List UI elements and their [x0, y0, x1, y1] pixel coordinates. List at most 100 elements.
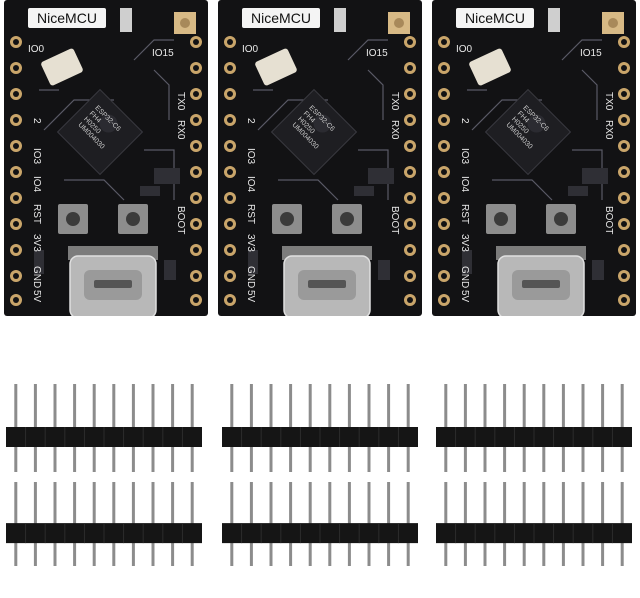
header-divider [299, 523, 301, 544]
header-divider [494, 427, 496, 447]
pin-label: TX0 [389, 92, 400, 111]
pin-label: 5V [31, 290, 42, 303]
header-divider [181, 427, 183, 447]
pin-label: GND [245, 266, 256, 289]
pin-label: 5V [459, 290, 470, 303]
header-divider [474, 523, 476, 544]
header-divider [592, 427, 594, 447]
header-divider [162, 523, 164, 544]
header-divider [260, 523, 262, 544]
header-divider [103, 427, 105, 447]
pin-label: RX0 [389, 120, 400, 140]
pin-label: IO3 [31, 148, 42, 165]
header-divider [553, 523, 555, 544]
header-divider [378, 523, 380, 544]
header-divider [83, 427, 85, 447]
pin-label: IO15 [366, 48, 388, 59]
header-divider [358, 523, 360, 544]
header-divider [592, 523, 594, 544]
pin-label: 3V3 [245, 234, 256, 252]
header-divider [513, 523, 515, 544]
header-divider [474, 427, 476, 447]
header-divider [339, 427, 341, 447]
pin-label: BOOT [175, 206, 186, 235]
pin-label: TX0 [175, 92, 186, 111]
header-divider [123, 427, 125, 447]
header-divider [142, 523, 144, 544]
pin-label: IO0 [456, 44, 473, 55]
pin-label: IO0 [28, 44, 45, 55]
pin-label: 3V3 [459, 234, 470, 252]
pin-label: 5V [245, 290, 256, 303]
board-artwork [10, 8, 202, 316]
header-strip [222, 482, 418, 566]
header-divider [44, 523, 46, 544]
header-strip-row-1 [0, 380, 640, 500]
pin-label: IO3 [245, 148, 256, 165]
esp32-board-1: NiceMCU IO0 2 IO3 IO4 RST 3V3 GND 5V IO1… [4, 0, 208, 316]
header-divider [553, 427, 555, 447]
header-divider [494, 523, 496, 544]
pin-label: BOOT [389, 206, 400, 235]
header-divider [64, 523, 66, 544]
pin-label: GND [31, 266, 42, 289]
pin-label: RST [31, 204, 42, 224]
header-strip [436, 384, 632, 472]
header-divider [572, 523, 574, 544]
header-divider [142, 427, 144, 447]
header-divider [83, 523, 85, 544]
pin-label: RST [245, 204, 256, 224]
header-divider [280, 523, 282, 544]
header-strip [6, 482, 202, 566]
brand-label: NiceMCU [456, 8, 534, 28]
pin-label: IO4 [459, 176, 470, 193]
header-divider [25, 427, 27, 447]
header-divider [358, 427, 360, 447]
header-divider [533, 523, 535, 544]
header-divider [241, 523, 243, 544]
pin-label: 2 [31, 118, 42, 124]
header-divider [280, 427, 282, 447]
esp32-board-3: NiceMCU IO0 2 IO3 IO4 RST 3V3 GND 5V IO1… [432, 0, 636, 316]
header-strip [436, 482, 632, 566]
header-divider [513, 427, 515, 447]
header-divider [241, 427, 243, 447]
esp32-board-2: NiceMCU IO0 2 IO3 IO4 RST 3V3 GND 5V IO1… [218, 0, 422, 316]
header-divider [339, 523, 341, 544]
header-strip [222, 384, 418, 472]
header-strips-top [6, 384, 632, 472]
header-divider [319, 523, 321, 544]
header-divider [397, 523, 399, 544]
board-artwork [438, 8, 630, 316]
header-divider [378, 427, 380, 447]
header-divider [397, 427, 399, 447]
header-divider [455, 523, 457, 544]
pin-label: IO15 [152, 48, 174, 59]
brand-label: NiceMCU [242, 8, 320, 28]
header-divider [572, 427, 574, 447]
header-strip [6, 384, 202, 472]
header-divider [123, 523, 125, 544]
header-divider [455, 427, 457, 447]
pin-label: IO15 [580, 48, 602, 59]
pin-label: GND [459, 266, 470, 289]
header-divider [25, 523, 27, 544]
pin-label: RX0 [603, 120, 614, 140]
header-strips-bottom [6, 482, 632, 566]
brand-label: NiceMCU [28, 8, 106, 28]
pin-label: IO3 [459, 148, 470, 165]
pin-label: 2 [459, 118, 470, 124]
header-divider [299, 427, 301, 447]
pin-label: RX0 [175, 120, 186, 140]
header-divider [103, 523, 105, 544]
pin-label: TX0 [603, 92, 614, 111]
pin-label: BOOT [603, 206, 614, 235]
pin-label: IO4 [245, 176, 256, 193]
header-divider [611, 523, 613, 544]
pin-label: IO4 [31, 176, 42, 193]
header-divider [611, 427, 613, 447]
header-divider [181, 523, 183, 544]
header-divider [162, 427, 164, 447]
header-strip-row-2 [0, 478, 640, 598]
pin-label: IO0 [242, 44, 259, 55]
